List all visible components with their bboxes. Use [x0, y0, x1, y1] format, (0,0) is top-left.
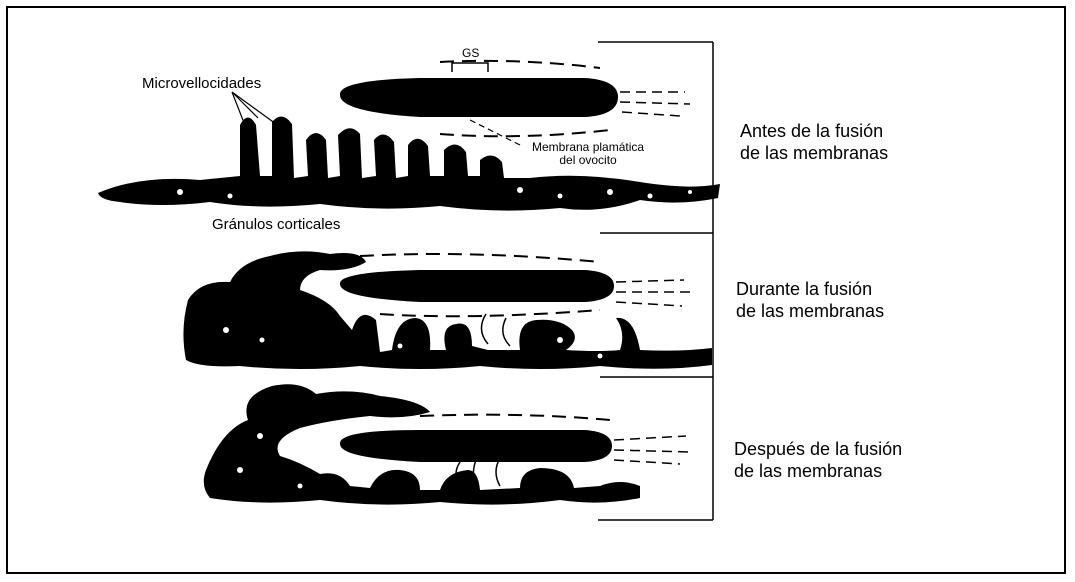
stage-label-after-line2: de las membranas: [734, 460, 902, 482]
stage-label-during-line1: Durante la fusión: [736, 278, 884, 300]
stage-label-after: Después de la fusión de las membranas: [734, 438, 902, 482]
stage2-illustration: [183, 251, 712, 369]
stage-label-before-line2: de las membranas: [740, 142, 888, 164]
sperm-head-3: [340, 430, 612, 462]
label-microvellocidades: Microvellocidades: [142, 75, 261, 92]
stage-label-after-line1: Después de la fusión: [734, 438, 902, 460]
oocyte-surface-2: [183, 251, 712, 369]
label-granulos: Gránulos corticales: [212, 216, 340, 233]
stage3-illustration: [204, 384, 690, 504]
gs-bracket: [452, 63, 488, 72]
label-membrana-line2: del ovocito: [532, 154, 644, 167]
stage-label-during-line2: de las membranas: [736, 300, 884, 322]
stage-label-before: Antes de la fusión de las membranas: [740, 120, 888, 164]
sperm-head-2: [340, 270, 614, 302]
stage-label-before-line1: Antes de la fusión: [740, 120, 888, 142]
label-gs: GS: [462, 47, 479, 60]
label-membrana: Membrana plamática del ovocito: [532, 141, 644, 167]
sperm-head-1: [340, 78, 618, 117]
stage-label-during: Durante la fusión de las membranas: [736, 278, 884, 322]
